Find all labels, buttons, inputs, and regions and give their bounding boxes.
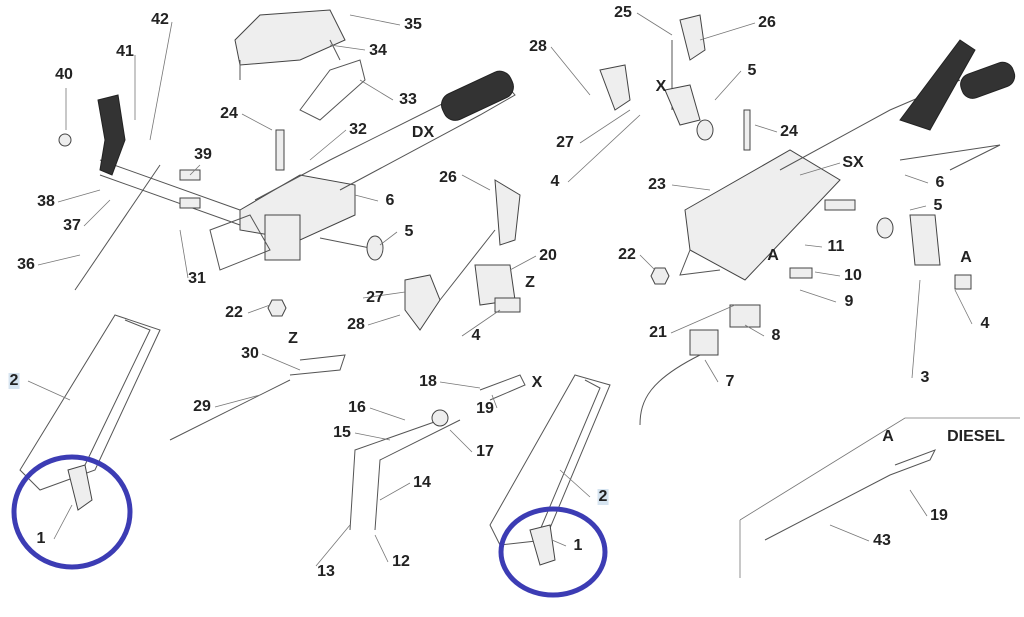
callout-Z: Z (288, 330, 298, 347)
callout-Z: Z (525, 274, 535, 291)
callout-6: 6 (935, 174, 945, 191)
callout-X: X (655, 78, 667, 95)
diesel-inset (739, 417, 1020, 578)
callout-28: 28 (529, 38, 547, 55)
callout-4: 4 (980, 315, 990, 332)
callout-24: 24 (780, 123, 798, 140)
callout-12: 12 (392, 553, 410, 570)
callout-2: 2 (597, 488, 609, 505)
callout-17: 17 (476, 443, 494, 460)
side-label-sx: SX (842, 154, 864, 171)
callout-25: 25 (614, 4, 632, 21)
callout-15: 15 (333, 424, 351, 441)
callout-5: 5 (404, 223, 414, 240)
center-cables (169, 354, 526, 531)
callout-34: 34 (369, 42, 387, 59)
callout-39: 39 (194, 146, 212, 163)
callout-35: 35 (404, 16, 422, 33)
callout-2: 2 (8, 372, 20, 389)
callout-A: A (960, 249, 972, 266)
callout-8: 8 (771, 327, 781, 344)
callout-11: 11 (827, 238, 845, 255)
variant-label-diesel: DIESEL (947, 428, 1005, 445)
right-handlebar-assembly (599, 14, 1016, 426)
callout-40: 40 (55, 66, 73, 83)
callout-A: A (767, 247, 779, 264)
callout-A: A (882, 428, 894, 445)
callout-26: 26 (758, 14, 776, 31)
side-label-dx: DX (411, 124, 435, 141)
callout-22: 22 (225, 304, 243, 321)
callout-19: 19 (476, 400, 494, 417)
callout-43: 43 (873, 532, 891, 549)
callout-28: 28 (347, 316, 365, 333)
callout-22: 22 (618, 246, 636, 263)
callout-6: 6 (385, 192, 395, 209)
callout-18: 18 (419, 373, 437, 390)
callout-27: 27 (366, 289, 384, 306)
callout-14: 14 (413, 474, 431, 491)
callout-1: 1 (573, 537, 583, 554)
highlight-circle-left (11, 454, 133, 570)
callout-19: 19 (930, 507, 948, 524)
callout-24: 24 (220, 105, 238, 122)
callout-26: 26 (439, 169, 457, 186)
callout-37: 37 (63, 217, 81, 234)
right-chute (489, 374, 611, 566)
highlight-circle-right (498, 506, 608, 598)
callout-4: 4 (471, 327, 481, 344)
callout-21: 21 (649, 324, 667, 341)
callout-27: 27 (556, 134, 574, 151)
callout-30: 30 (241, 345, 259, 362)
callout-16: 16 (348, 399, 366, 416)
callout-4: 4 (550, 173, 560, 190)
left-chute (19, 314, 161, 511)
callout-5: 5 (933, 197, 943, 214)
callout-41: 41 (116, 43, 134, 60)
callout-32: 32 (349, 121, 367, 138)
callout-9: 9 (844, 293, 854, 310)
callout-36: 36 (17, 256, 35, 273)
callout-20: 20 (539, 247, 557, 264)
callout-13: 13 (317, 563, 335, 580)
callout-42: 42 (151, 11, 169, 28)
callout-leaders (27, 12, 973, 567)
callout-38: 38 (37, 193, 55, 210)
callout-29: 29 (193, 398, 211, 415)
callout-33: 33 (399, 91, 417, 108)
callout-7: 7 (725, 373, 735, 390)
callout-1: 1 (36, 530, 46, 547)
callout-10: 10 (844, 267, 862, 284)
callout-23: 23 (648, 176, 666, 193)
callout-X: X (531, 374, 543, 391)
callout-5: 5 (747, 62, 757, 79)
callout-3: 3 (920, 369, 930, 386)
callout-31: 31 (188, 270, 206, 287)
